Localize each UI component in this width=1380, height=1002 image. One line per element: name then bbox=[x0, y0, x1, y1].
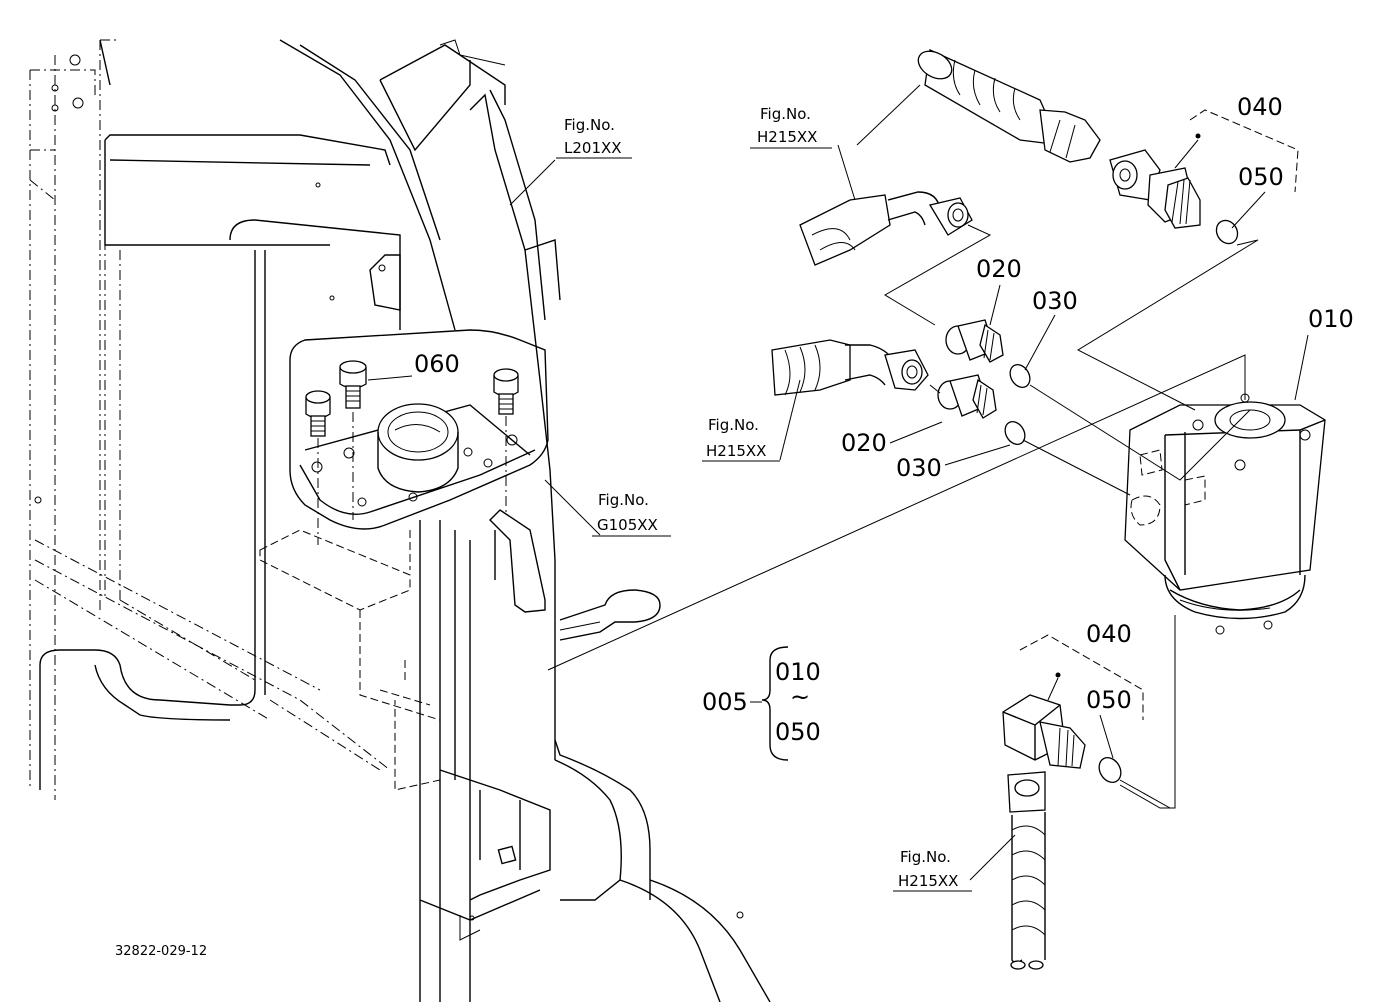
assembly-number: 005 bbox=[702, 688, 748, 716]
assembly-range-separator: ~ bbox=[790, 683, 810, 711]
part-label-050-upper: 050 bbox=[1238, 163, 1284, 191]
bolt-group-060 bbox=[305, 360, 519, 545]
svg-text:Fig.No.: Fig.No. bbox=[900, 848, 951, 866]
hose-mid-lower bbox=[771, 339, 929, 396]
steering-valve-010 bbox=[1124, 393, 1326, 635]
mounting-plate bbox=[289, 329, 549, 530]
assembly-range-end: 050 bbox=[775, 718, 821, 746]
svg-text:Fig.No.: Fig.No. bbox=[564, 116, 615, 134]
svg-text:L201XX: L201XX bbox=[564, 139, 622, 157]
leader-lines bbox=[509, 84, 1309, 881]
part-label-050-lower: 050 bbox=[1086, 686, 1132, 714]
svg-text:G105XX: G105XX bbox=[597, 516, 658, 534]
fig-ref-l201xx: Fig.No. L201XX bbox=[556, 116, 632, 159]
adapter-020-lower bbox=[937, 374, 1026, 445]
svg-text:H215XX: H215XX bbox=[757, 128, 817, 146]
hose-upper bbox=[917, 49, 1239, 245]
drawing-number: 32822-029-12 bbox=[115, 944, 207, 959]
part-label-060: 060 bbox=[414, 350, 460, 378]
adapter-020-upper bbox=[945, 319, 1031, 388]
part-label-040-lower: 040 bbox=[1086, 620, 1132, 648]
svg-text:H215XX: H215XX bbox=[898, 872, 958, 890]
elbow-fitting-lower bbox=[1002, 672, 1122, 783]
svg-text:Fig.No.: Fig.No. bbox=[598, 491, 649, 509]
fig-ref-h215xx-mid: Fig.No. H215XX bbox=[702, 416, 780, 462]
fig-ref-h215xx-top: Fig.No. H215XX bbox=[750, 105, 832, 149]
assembly-brace bbox=[761, 646, 789, 761]
svg-text:Fig.No.: Fig.No. bbox=[708, 416, 759, 434]
part-label-040-upper: 040 bbox=[1237, 93, 1283, 121]
fig-ref-h215xx-bottom: Fig.No. H215XX bbox=[893, 848, 972, 892]
chassis-frame bbox=[29, 39, 771, 1002]
part-label-020-lower: 020 bbox=[841, 429, 887, 457]
part-label-020-upper: 020 bbox=[976, 255, 1022, 283]
part-label-030-lower: 030 bbox=[896, 454, 942, 482]
svg-text:H215XX: H215XX bbox=[706, 442, 766, 460]
group-040-bracket-lower bbox=[1019, 634, 1144, 720]
hose-lower bbox=[1007, 771, 1046, 970]
part-label-010: 010 bbox=[1308, 305, 1354, 333]
assembly-range-start: 010 bbox=[775, 658, 821, 686]
svg-text:Fig.No.: Fig.No. bbox=[760, 105, 811, 123]
hose-mid-upper bbox=[799, 191, 992, 326]
part-label-030-upper: 030 bbox=[1032, 287, 1078, 315]
fig-ref-g105xx: Fig.No. G105XX bbox=[592, 491, 671, 537]
